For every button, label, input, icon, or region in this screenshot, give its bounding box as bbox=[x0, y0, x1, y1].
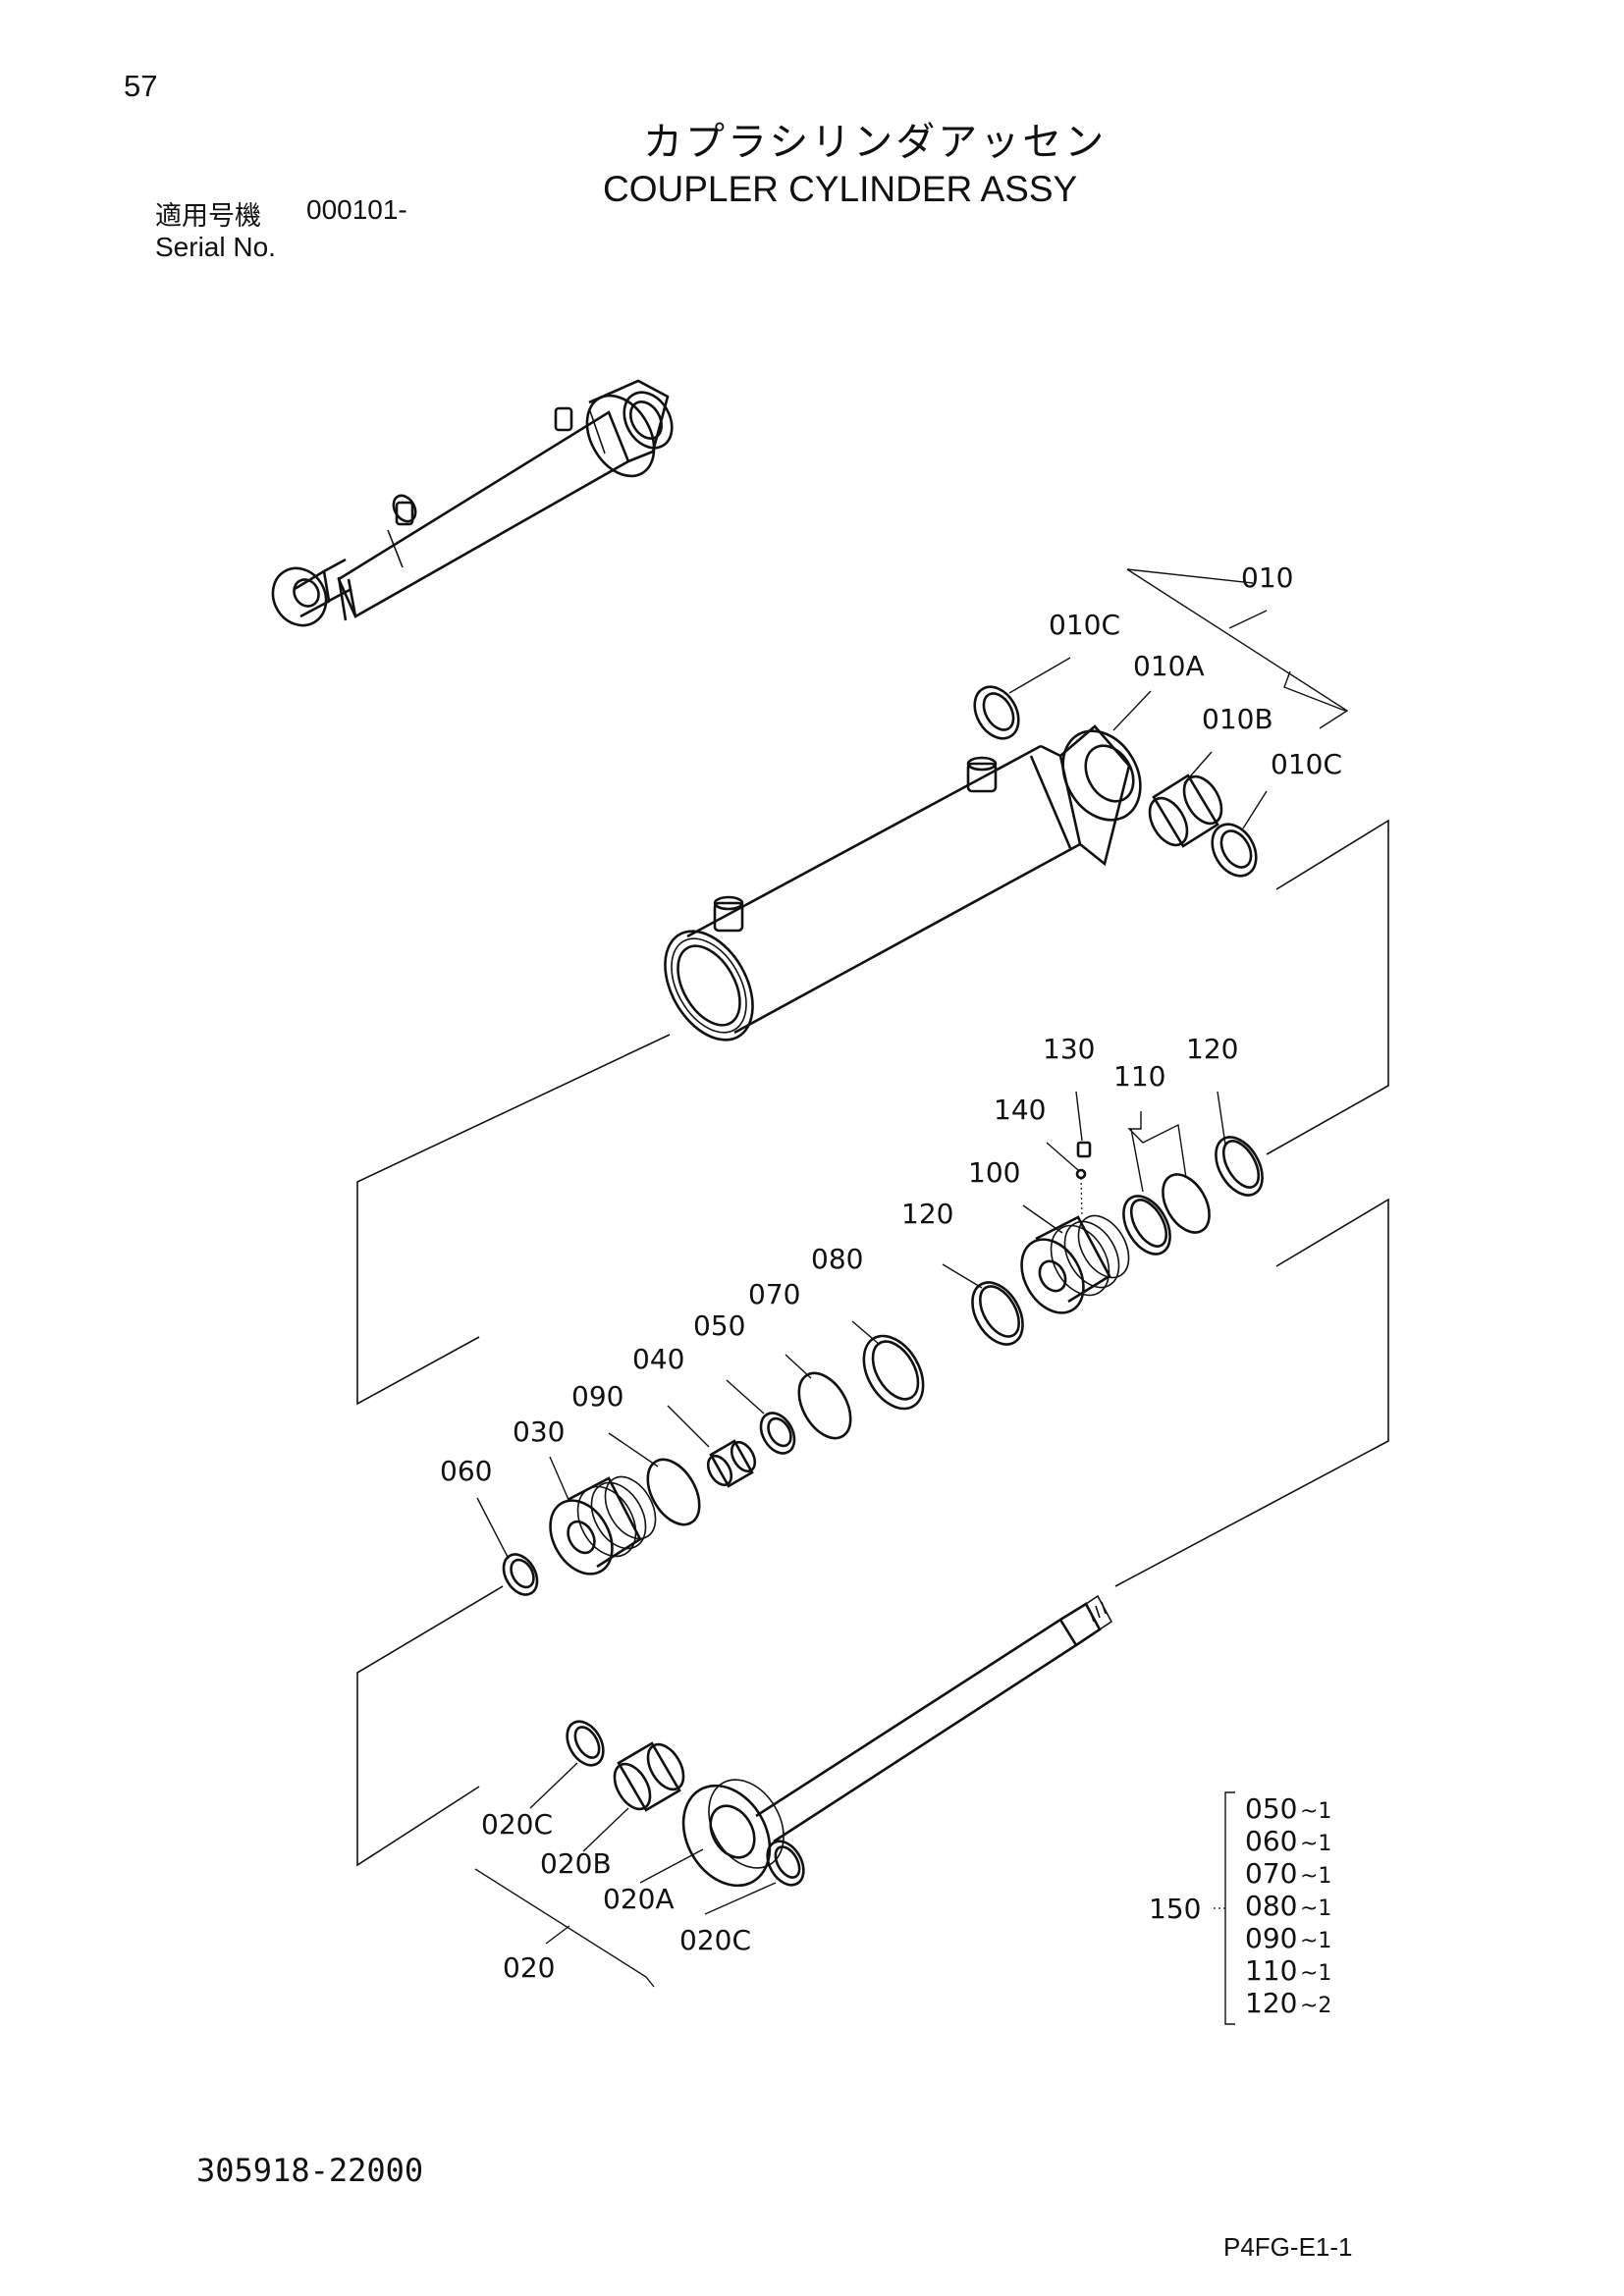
callout-080: 080 bbox=[811, 1243, 863, 1275]
part-010c-seal-ring-right bbox=[1211, 823, 1258, 878]
callout-060: 060 bbox=[440, 1455, 492, 1487]
kit-item: 070 bbox=[1245, 1857, 1297, 1890]
callout-010b: 010B bbox=[1202, 703, 1273, 735]
sheet-code: P4FG-E1-1 bbox=[1223, 2232, 1353, 2262]
section-boundary-lines bbox=[356, 819, 1389, 1867]
callout-120-top: 120 bbox=[1186, 1033, 1238, 1065]
callout-020: 020 bbox=[503, 1951, 555, 1984]
callout-110: 110 bbox=[1113, 1060, 1165, 1093]
kit-item: 110 bbox=[1245, 1954, 1297, 1987]
serial-label-japanese: 適用号機 bbox=[155, 201, 261, 232]
page-title-english: COUPLER CYLINDER ASSY bbox=[603, 169, 1078, 209]
leader-lines bbox=[474, 568, 1349, 2025]
kit-item-quantity: ~1 bbox=[1300, 1961, 1331, 1986]
part-030-rod-cover bbox=[549, 1475, 657, 1575]
part-050-ring bbox=[759, 1412, 796, 1455]
part-040-bushing bbox=[706, 1439, 757, 1488]
callout-020c-right: 020C bbox=[679, 1924, 751, 1956]
part-090-o-ring bbox=[646, 1458, 701, 1526]
page-number: 57 bbox=[124, 69, 158, 103]
callout-140: 140 bbox=[994, 1094, 1046, 1126]
part-120-ring-top bbox=[1215, 1136, 1264, 1197]
kit-item: 120 bbox=[1245, 1987, 1297, 2019]
part-110-rings bbox=[1122, 1173, 1211, 1255]
callout-010a: 010A bbox=[1133, 650, 1205, 682]
page-title-japanese: カプラシリンダアッセン bbox=[643, 120, 1108, 165]
callout-050: 050 bbox=[693, 1309, 745, 1342]
callout-010: 010 bbox=[1241, 561, 1293, 594]
callout-090: 090 bbox=[571, 1380, 623, 1413]
kit-item-quantity: ~1 bbox=[1300, 1799, 1331, 1824]
callout-100: 100 bbox=[968, 1156, 1020, 1189]
kit-item: 060 bbox=[1245, 1825, 1297, 1857]
callout-120-mid: 120 bbox=[901, 1198, 953, 1230]
kit-item-quantity: ~1 bbox=[1300, 1832, 1331, 1856]
kit-item: 050 bbox=[1245, 1792, 1297, 1825]
assembled-cylinder-illustration bbox=[271, 379, 674, 627]
kit-number: 150 bbox=[1149, 1893, 1201, 1925]
part-020c-ring-left bbox=[566, 1720, 605, 1767]
callout-130: 130 bbox=[1043, 1033, 1095, 1065]
callout-010c-top: 010C bbox=[1049, 609, 1120, 641]
part-020c-ring-right bbox=[766, 1840, 805, 1887]
kit-item: 080 bbox=[1245, 1890, 1297, 1922]
part-020-piston-rod bbox=[681, 1594, 1113, 1888]
callout-labels: 010 010C 010A 010B 010C 130 120 110 140 … bbox=[440, 561, 1342, 1984]
part-140-ball bbox=[1075, 1168, 1087, 1218]
kit-item-quantity: ~1 bbox=[1300, 1896, 1331, 1921]
part-120-ring-mid bbox=[971, 1281, 1024, 1346]
part-070-o-ring bbox=[797, 1371, 852, 1440]
serial-number-value: 000101- bbox=[306, 194, 407, 225]
kit-item-quantity: ~1 bbox=[1300, 1929, 1331, 1953]
callout-030: 030 bbox=[513, 1415, 565, 1448]
part-010b-bushing bbox=[1148, 774, 1223, 848]
kit-item: 090 bbox=[1245, 1922, 1297, 1954]
callout-020a: 020A bbox=[603, 1883, 675, 1915]
part-060-ring bbox=[502, 1553, 539, 1596]
callout-040: 040 bbox=[632, 1343, 684, 1375]
kit-item-quantity: ~1 bbox=[1300, 1864, 1331, 1889]
callout-070: 070 bbox=[748, 1278, 800, 1310]
drawing-number: 305918-22000 bbox=[196, 2152, 424, 2189]
part-100-piston bbox=[1020, 1214, 1130, 1314]
serial-label-english: Serial No. bbox=[155, 232, 276, 262]
part-010-cylinder-tube bbox=[664, 724, 1142, 1041]
callout-020b: 020B bbox=[540, 1847, 612, 1880]
callout-020c-left: 020C bbox=[481, 1808, 553, 1841]
part-010c-seal-ring-top bbox=[973, 685, 1020, 740]
part-080-ring bbox=[862, 1334, 925, 1411]
kit-item-quantity: ~2 bbox=[1300, 1994, 1331, 2018]
callout-010c-right: 010C bbox=[1271, 748, 1342, 780]
part-130-set-screw bbox=[1076, 1141, 1092, 1158]
part-020b-bushing bbox=[613, 1741, 685, 1812]
